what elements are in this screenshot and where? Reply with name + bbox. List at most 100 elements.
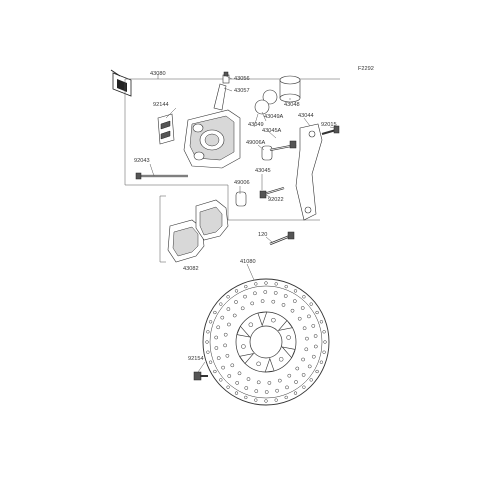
disc-drill-hole: [216, 356, 221, 360]
disc-bolt-hole: [241, 344, 246, 349]
callout-92154: 92154: [188, 356, 204, 362]
callout-labels: 43080 92144 43056 43057 43048 43049A 430…: [134, 71, 337, 362]
disc-drill-hole: [234, 300, 238, 304]
disc-drill-hole: [290, 308, 295, 313]
callout-43082: 43082: [183, 266, 199, 272]
disc-drill-hole: [223, 343, 227, 348]
disc-drill-hole: [208, 320, 213, 324]
callout-92144: 92144: [153, 102, 169, 108]
disc-drill-hole: [283, 294, 288, 298]
disc-drill-hole: [264, 390, 269, 394]
disc-spoke: [236, 325, 251, 338]
disc-drill-hole: [254, 282, 258, 286]
disc-drill-hole: [284, 284, 288, 289]
disc-drill-hole: [253, 291, 257, 296]
disc-drill-hole: [302, 326, 307, 331]
disc-drill-hole: [323, 340, 327, 344]
disc-drill-hole: [322, 350, 326, 354]
brake-disc: [202, 278, 330, 406]
brake-pads: [167, 199, 229, 263]
disc-spoke: [281, 346, 296, 359]
disc-drill-hole: [232, 313, 237, 318]
disc-drill-hole: [295, 366, 300, 371]
disc-drill-hole: [285, 385, 289, 390]
disc-drill-hole: [271, 299, 276, 304]
disc-drill-hole: [300, 306, 305, 310]
disc-drill-hole: [297, 316, 302, 321]
callout-43049: 43049: [248, 122, 264, 128]
disc-drill-hole: [267, 381, 272, 385]
callout-43044: 43044: [298, 113, 314, 119]
disc-drill-hole: [240, 306, 245, 311]
slide-pin-lower: [235, 187, 285, 207]
disc-bolt: [193, 371, 208, 381]
disc-drill-hole: [254, 389, 259, 393]
caliper-mount-bolt: [269, 231, 295, 246]
disc-drill-hole: [284, 395, 288, 400]
disc-spoke: [277, 320, 293, 331]
disc-drill-hole: [216, 325, 221, 330]
disc-drill-hole: [230, 363, 235, 368]
pad-set-bracket-line: [159, 195, 166, 263]
disc-drill-hole: [305, 336, 309, 341]
callout-49006: 49006: [234, 180, 250, 186]
callout-43049A: 43049A: [264, 114, 284, 120]
disc-bolt-hole: [248, 322, 254, 327]
disc-drill-hole: [250, 301, 255, 306]
disc-drill-hole: [315, 310, 319, 315]
disc-spoke: [239, 353, 255, 364]
callout-43057: 43057: [234, 88, 250, 94]
disc-drill-hole: [227, 374, 232, 378]
disc-drill-hole: [226, 385, 230, 389]
disc-drill-hole: [221, 365, 225, 370]
callout-120: 120: [258, 232, 267, 238]
callout-92043: 92043: [134, 158, 150, 164]
disc-drill-hole: [322, 330, 326, 334]
disc-drill-hole: [235, 381, 240, 385]
disc-drill-hole: [281, 303, 286, 307]
disc-drill-hole: [313, 344, 318, 349]
disc-bolt-hole: [286, 335, 291, 340]
disc-drill-hole: [205, 340, 209, 344]
disc-drill-hole: [302, 385, 306, 389]
disc-drill-hole: [293, 289, 298, 293]
disc-drill-hole: [260, 299, 265, 303]
disc-drill-hole: [263, 290, 268, 294]
disc-spoke: [257, 311, 268, 327]
disc-drill-hole: [319, 360, 324, 364]
figure-code: F2292: [358, 66, 374, 72]
disc-spoke: [264, 357, 275, 373]
disc-drill-hole: [319, 320, 324, 324]
disc-drill-hole: [315, 369, 319, 374]
disc-drill-hole: [292, 299, 297, 303]
caliper-body: [183, 83, 241, 169]
disc-drill-hole: [214, 346, 219, 350]
disc-drill-hole: [309, 378, 313, 382]
disc-drill-hole: [214, 335, 219, 340]
disc-drill-hole: [287, 373, 292, 378]
disc-drill-hole: [274, 398, 278, 402]
disc-drill-hole: [234, 289, 239, 293]
disc-drill-hole: [244, 395, 248, 400]
disc-drill-hole: [219, 378, 223, 382]
disc-drill-hole: [244, 386, 249, 390]
callout-92022: 92022: [268, 197, 284, 203]
disc-drill-hole: [274, 282, 278, 286]
disc-drill-hole: [256, 380, 261, 385]
callout-43048: 43048: [284, 102, 300, 108]
disc-drill-hole: [254, 398, 258, 402]
disc-drill-hole: [208, 360, 213, 364]
disc-drill-hole: [206, 330, 210, 334]
disc-drill-hole: [244, 284, 248, 289]
disc-bolt-hole: [256, 361, 261, 367]
disc-drill-hole: [277, 378, 282, 383]
caliper-bracket: [295, 123, 323, 221]
disc-drill-hole: [226, 295, 230, 299]
disc-drill-hole: [243, 294, 247, 299]
callout-49006A: 49006A: [246, 140, 266, 146]
disc-drill-hole: [301, 373, 306, 377]
slide-pin-upper: [261, 140, 297, 161]
disc-drill-hole: [313, 334, 318, 338]
disc-drill-hole: [220, 315, 225, 320]
